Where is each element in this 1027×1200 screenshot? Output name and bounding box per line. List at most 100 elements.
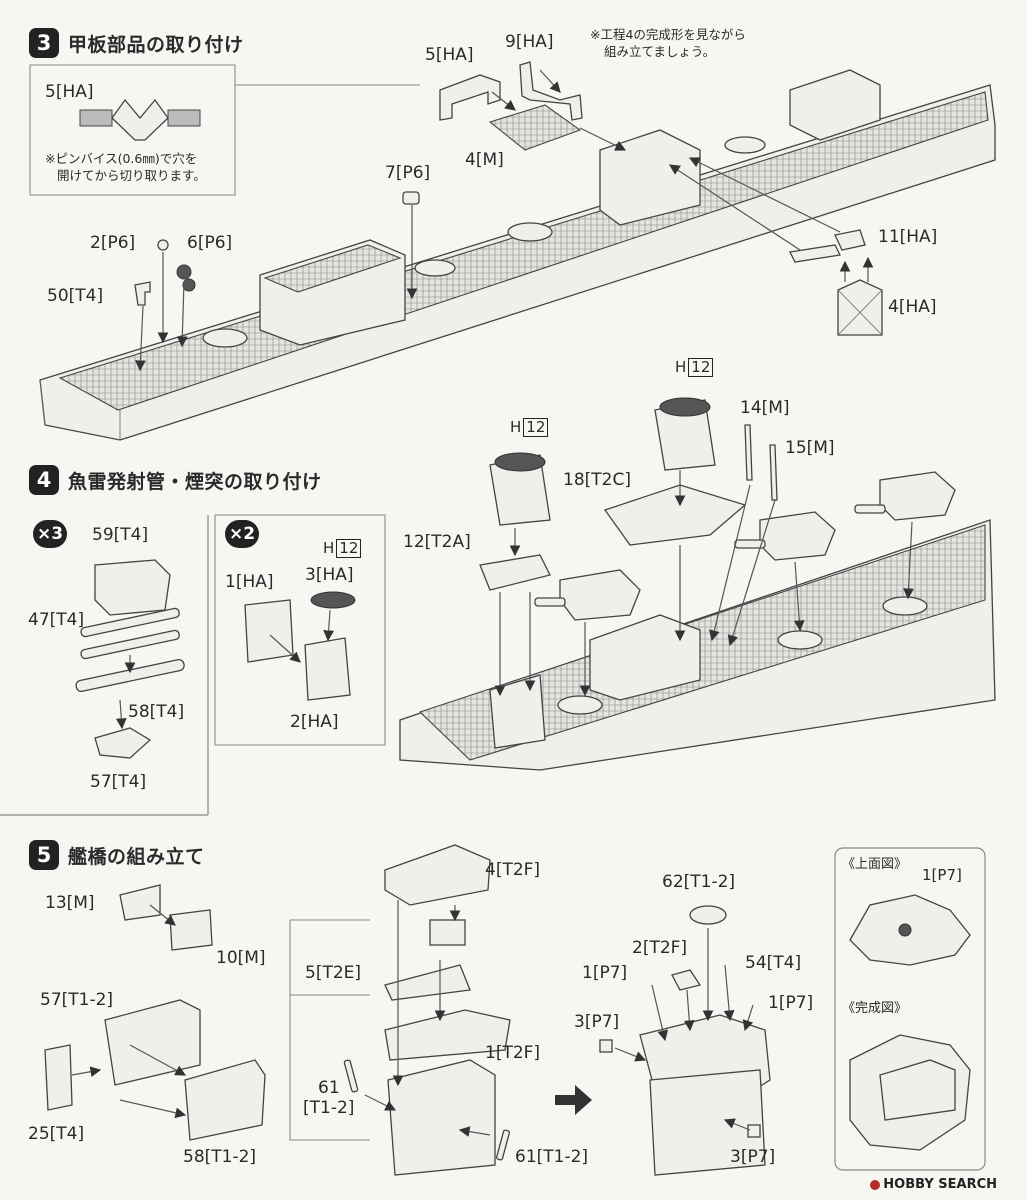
top-view-title: 《上面図》 [842, 857, 908, 872]
h12-num: 12 [523, 418, 549, 437]
label-58t4: 58[T4] [128, 702, 185, 722]
label-1t2f: 1[T2F] [485, 1043, 541, 1063]
part-2ha [304, 637, 351, 701]
label-2ha: 2[HA] [290, 712, 339, 732]
part-10m-block [429, 919, 466, 946]
watermark-logo-icon [870, 1179, 881, 1190]
h12-prefix: H [510, 418, 522, 436]
bridge-base [387, 1059, 496, 1176]
inset-5ha-label: 5[HA] [45, 82, 94, 102]
label-15m: 15[M] [785, 438, 835, 458]
part-2t2f [671, 969, 702, 991]
step5-bridge-front [44, 884, 266, 1141]
step-3-title: 甲板部品の取り付け [68, 34, 244, 56]
part-3p7-b [747, 1124, 761, 1138]
part-3ha [310, 591, 356, 609]
h12-num: 12 [688, 358, 714, 377]
part-1ha [244, 599, 294, 663]
label-7p6: 7[P6] [385, 163, 431, 183]
label-4m: 4[M] [465, 150, 504, 170]
view-panel-frame [834, 847, 986, 1171]
part-7p6 [402, 191, 420, 205]
step-3-badge: 3 [29, 28, 59, 58]
funnel-base-aft [789, 69, 881, 141]
step-4-badge: 4 [29, 465, 59, 495]
label-5ha: 5[HA] [425, 45, 474, 65]
inset-5ha [79, 98, 201, 141]
step5-bridge-stack [343, 844, 511, 1176]
funnel-cap-h12-aft [659, 397, 711, 417]
step3-parts [134, 61, 883, 336]
label-5t2e: 5[T2E] [305, 963, 362, 983]
label-50t4: 50[T4] [47, 286, 104, 306]
label-61-left-code: [T1-2] [303, 1098, 355, 1118]
hobby-search-watermark: HOBBY SEARCH [870, 1177, 997, 1192]
step3-arrows [29, 64, 874, 372]
label-62t12: 62[T1-2] [662, 872, 736, 892]
part-4m [488, 104, 582, 151]
part-5t2e [384, 964, 471, 1001]
step5-bridge-assembled [599, 905, 771, 1176]
part-5ha [439, 74, 501, 121]
part-47t4 [80, 607, 180, 638]
ship-hull-step4 [399, 519, 996, 771]
label-1ha: 1[HA] [225, 572, 274, 592]
label-61-right: 61[T1-2] [515, 1147, 589, 1167]
torpedo-mount-2 [759, 511, 836, 561]
label-10m: 10[M] [216, 948, 266, 968]
label-18t2c: 18[T2C] [563, 470, 631, 490]
multiplier-x2: ×2 [225, 520, 259, 548]
part-4t2f [384, 844, 491, 906]
label-57t4: 57[T4] [90, 772, 147, 792]
part-57t4 [94, 727, 152, 759]
inset-note-line-2: 開けてから切り取ります。 [57, 168, 206, 183]
label-2p6: 2[P6] [90, 233, 136, 253]
label-13m: 13[M] [45, 893, 95, 913]
bridge-block [599, 129, 701, 226]
multiplier-x3: ×3 [33, 520, 67, 548]
h12-prefix: H [675, 358, 687, 376]
step4-x2-assembly [244, 591, 356, 701]
h12-num: 12 [336, 539, 362, 558]
part-14m [744, 424, 753, 481]
label-11ha: 11[HA] [878, 227, 938, 247]
part-10m [169, 909, 213, 951]
step4-left-assembly [75, 559, 185, 759]
h12-prefix: H [323, 539, 335, 557]
part-58t12 [184, 1059, 266, 1141]
part-61-right [496, 1129, 510, 1161]
part-3p7-a [599, 1039, 613, 1053]
step5-bracket [289, 919, 370, 1141]
frame-x2 [214, 514, 386, 746]
part-9ha [519, 61, 583, 121]
label-61-left: 61 [318, 1078, 340, 1098]
label-3p7-a: 3[P7] [574, 1012, 620, 1032]
part-6p6 [176, 264, 196, 292]
inset-note-line-1: ※ピンバイス(0.6㎜)で穴を [45, 151, 198, 166]
complete-view-title: 《完成図》 [842, 1001, 908, 1016]
label-3p7-b: 3[P7] [730, 1147, 776, 1167]
part-2p6 [157, 239, 169, 251]
label-1p7-b: 1[P7] [768, 993, 814, 1013]
label-58t12: 58[T1-2] [183, 1147, 257, 1167]
label-14m: 14[M] [740, 398, 790, 418]
label-1p7-top: 1[P7] [922, 866, 962, 884]
complete-view-illustration [849, 1034, 971, 1151]
inset-5ha-note: ※ピンバイス(0.6㎜)で穴を 開けてから切り取ります。 [45, 150, 206, 184]
part-15m [769, 444, 778, 501]
assembled-bridge-base [649, 1069, 766, 1176]
step-3-note: ※工程4の完成形を見ながら 組み立てましょう。 [590, 26, 746, 60]
step-5-title: 艦橋の組み立て [68, 846, 205, 868]
torpedo-mount-3 [879, 471, 956, 521]
label-12t2a: 12[T2A] [403, 532, 471, 552]
label-59t4: 59[T4] [92, 525, 149, 545]
label-3ha: 3[HA] [305, 565, 354, 585]
ship-hull-step3 [39, 69, 996, 441]
step-5-badge: 5 [29, 840, 59, 870]
label-2t2f: 2[T2F] [632, 938, 688, 958]
top-view-illustration [849, 894, 971, 966]
label-47t4: 47[T4] [28, 610, 85, 630]
